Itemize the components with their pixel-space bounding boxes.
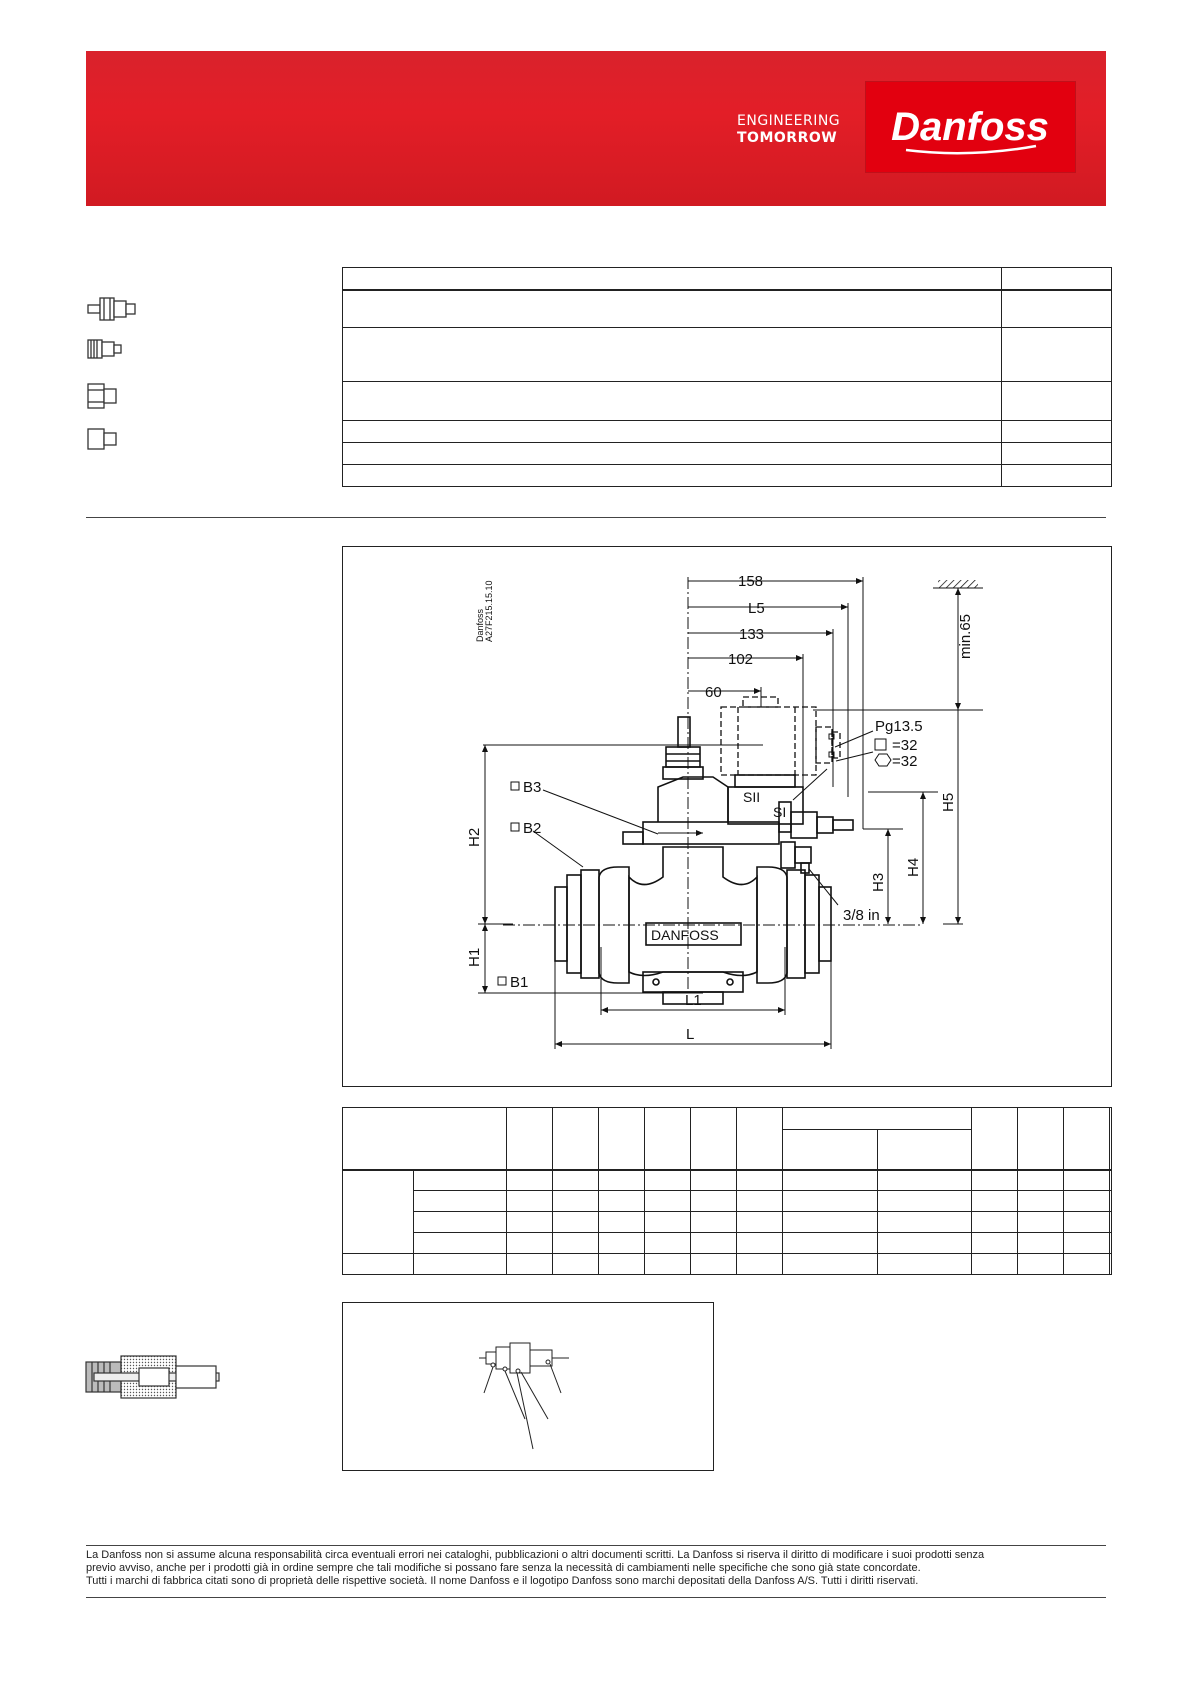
dim-H5: H5 — [940, 793, 957, 812]
fitting-icons — [87, 297, 136, 450]
dim-H2: H2 — [466, 828, 483, 847]
dim-H3: H3 — [870, 873, 887, 892]
dim-L5: L5 — [748, 600, 765, 617]
label-SI: SI — [773, 804, 786, 820]
section-divider — [86, 517, 1106, 518]
dim-L: L — [686, 1026, 694, 1043]
label-pg: Pg13.5 — [875, 718, 923, 735]
footer-divider-top — [86, 1545, 1106, 1546]
fitting-icon-3 — [87, 383, 117, 409]
fitting-icon-1 — [87, 297, 136, 321]
dim-60: 60 — [705, 684, 722, 701]
label-pipe-size: 3/8 in — [843, 907, 880, 924]
logo-text: Danfoss — [891, 105, 1049, 149]
dim-L1: L1 — [685, 992, 702, 1009]
dim-H1: H1 — [466, 948, 483, 967]
dim-158: 158 — [738, 573, 763, 590]
label-B1: B1 — [510, 974, 528, 991]
dim-133: 133 — [739, 626, 764, 643]
footer-divider-bottom — [86, 1597, 1106, 1598]
dim-H4: H4 — [905, 858, 922, 877]
fitting-detail-frame — [342, 1302, 714, 1471]
footer-line-3: Tutti i marchi di fabbrica citati sono d… — [86, 1575, 919, 1587]
label-B3: B3 — [523, 779, 541, 796]
drawing-reference: DanfossA27F215.15.10 — [475, 580, 494, 642]
footer-line-1: La Danfoss non si assume alcuna responsa… — [86, 1549, 985, 1561]
label-square32: =32 — [892, 737, 917, 754]
tagline-line2: TOMORROW — [737, 130, 838, 146]
label-SII: SII — [743, 789, 760, 805]
tagline-line1: ENGINEERING — [737, 113, 841, 129]
dimension-table — [341, 1107, 1113, 1275]
footer-line-2: previo avviso, anche per i prodotti già … — [86, 1562, 921, 1574]
body-label: DANFOSS — [651, 927, 719, 943]
danfoss-logo-mark: Danfoss — [891, 105, 1049, 155]
fitting-detail-drawing — [479, 1342, 569, 1450]
label-B2: B2 — [523, 820, 541, 837]
fitting-icon-4 — [87, 428, 117, 450]
fitting-cutaway-illustration — [85, 1355, 220, 1399]
dimension-drawing-frame: 158 L5 133 102 60 min.65 Pg13.5 =32 =32 … — [342, 546, 1112, 1087]
label-hex32: =32 — [892, 753, 917, 770]
dim-102: 102 — [728, 651, 753, 668]
valve-dimension-drawing: 158 L5 133 102 60 min.65 Pg13.5 =32 =32 … — [466, 573, 983, 1049]
header-tagline: ENGINEERING TOMORROW — [737, 113, 840, 147]
footer-disclaimer: La Danfoss non si assume alcuna responsa… — [86, 1549, 1086, 1588]
danfoss-logo: Danfoss — [866, 82, 1075, 172]
fitting-icon-2 — [87, 339, 122, 359]
dim-min65: min.65 — [957, 614, 974, 659]
spec-table-1 — [342, 267, 1112, 487]
